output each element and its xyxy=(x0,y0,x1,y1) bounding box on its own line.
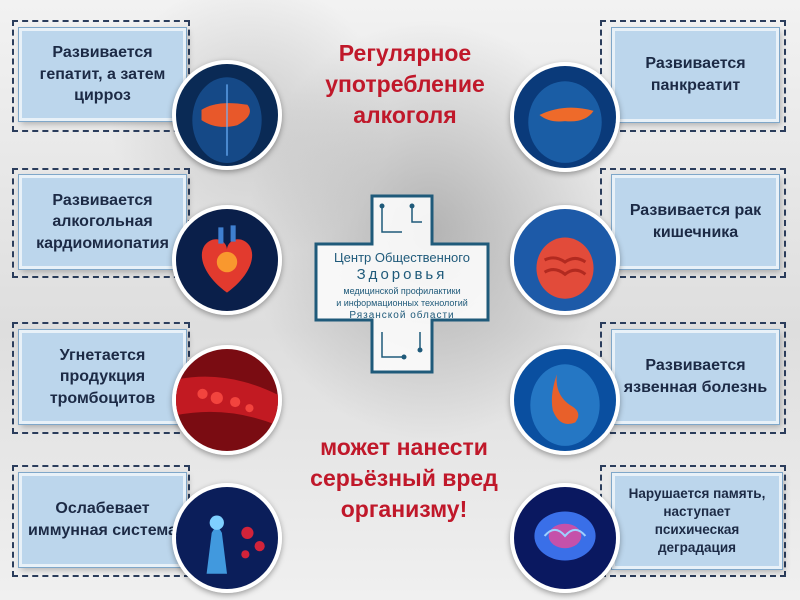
blood-vessel-icon xyxy=(172,345,282,455)
intestine-icon xyxy=(510,205,620,315)
logo-line-3: медицинской профилактики xyxy=(343,286,461,296)
immune-cell-icon xyxy=(172,483,282,593)
liver-icon xyxy=(172,60,282,170)
logo-cross-icon xyxy=(314,194,490,374)
info-box-bowel-cancer: Развивается рак кишечника xyxy=(612,175,779,269)
logo-line-2: Здоровья xyxy=(356,266,448,283)
info-box-pancreatitis: Развивается панкреатит xyxy=(612,28,779,122)
logo-line-1: Центр Общественного xyxy=(334,250,470,265)
info-box-platelets: Угнетается продукция тромбоцитов xyxy=(19,330,186,424)
info-box-cardiomyopathy: Развивается алкогольная кардиомиопатия xyxy=(19,175,186,269)
brain-icon xyxy=(510,483,620,593)
pancreas-icon xyxy=(510,62,620,172)
logo-line-5: Рязанской области xyxy=(349,310,455,321)
logo-line-4: и информационных технологий xyxy=(336,298,468,308)
headline-top: Регулярное употребление алкоголя xyxy=(325,40,485,129)
info-box-immunity: Ослабевает иммунная система xyxy=(19,473,186,567)
heart-icon xyxy=(172,205,282,315)
info-box-memory: Нарушается память, наступает психическая… xyxy=(612,473,782,569)
info-box-ulcer: Развивается язвенная болезнь xyxy=(612,330,779,424)
headline-bottom: может нанести серьёзный вред организму! xyxy=(310,434,498,523)
stomach-icon xyxy=(510,345,620,455)
logo: Центр Общественного Здоровья медицинской… xyxy=(312,192,492,377)
info-box-hepatitis: Развивается гепатит, а затем цирроз xyxy=(19,28,186,121)
